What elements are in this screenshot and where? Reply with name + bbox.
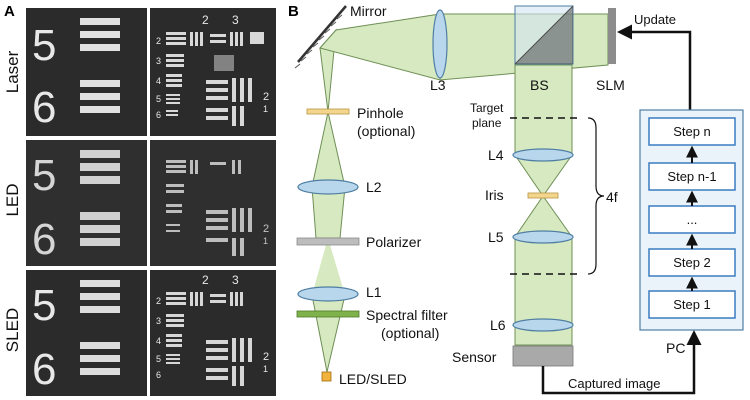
led-source	[321, 371, 332, 382]
chart-side-2: 2	[263, 91, 269, 103]
slm	[608, 8, 616, 64]
l6-label: L6	[490, 317, 506, 333]
captured-image-arrow	[541, 330, 702, 395]
mirror-label: Mirror	[350, 3, 387, 19]
chart-digit-2: 2	[202, 273, 209, 287]
polarizer-label: Polarizer	[366, 234, 422, 250]
image-sled-right: 2 3 2 3 4 5 6 2 1	[150, 270, 276, 396]
image-laser-left: 5 6	[26, 8, 147, 136]
beam-vertical	[311, 294, 346, 373]
bs-label: BS	[530, 77, 549, 93]
spectral-optional-label: (optional)	[381, 325, 439, 341]
chart-group-5: 5	[156, 94, 161, 104]
sensor	[512, 345, 574, 367]
chart-side-1: 1	[263, 104, 268, 114]
chart-side-1: 1	[263, 364, 268, 374]
step-ellipsis-label: ...	[687, 212, 698, 227]
row-label-sled: SLED	[3, 308, 22, 352]
target-label: Target	[470, 101, 504, 115]
image-sled-left: 5 6	[26, 270, 147, 396]
l1-label: L1	[366, 284, 382, 300]
l2-label: L2	[366, 179, 382, 195]
chart-digit-5: 5	[32, 151, 56, 200]
lens-l5	[512, 230, 574, 244]
step-2: Step 2	[648, 248, 736, 277]
step-2-label: Step 2	[673, 255, 711, 270]
l5-label: L5	[488, 229, 504, 245]
beam-vertical-top	[311, 111, 346, 188]
lens-l6	[512, 318, 574, 332]
chart-group-6: 6	[156, 370, 161, 380]
mirror	[294, 5, 347, 69]
chart-digit-5: 5	[32, 281, 56, 330]
chart-group-6: 6	[156, 110, 161, 120]
chart-digit-3: 3	[232, 13, 239, 27]
image-led-left: 5 6	[26, 140, 147, 266]
chart-digit-6: 6	[32, 215, 56, 264]
chart-group-3: 3	[156, 316, 161, 326]
sensor-label: Sensor	[452, 349, 497, 365]
captured-image-label: Captured image	[568, 376, 661, 391]
chart-side-2: 2	[263, 351, 269, 363]
chart-digit-6: 6	[32, 83, 56, 132]
beam-vertical-upper	[311, 186, 346, 239]
l3-label: L3	[430, 77, 446, 93]
step-n-minus-1: Step n-1	[648, 162, 736, 191]
pinhole	[306, 108, 350, 115]
chart-side-1: 1	[263, 236, 268, 246]
chart-group-4: 4	[156, 336, 161, 346]
l4-label: L4	[488, 147, 504, 163]
iris	[527, 192, 559, 199]
chart-group-2: 2	[156, 36, 161, 46]
pc-label: PC	[666, 340, 685, 356]
panel-a-letter: A	[4, 3, 15, 20]
lens-l4	[512, 148, 574, 162]
chart-group-3: 3	[156, 56, 161, 66]
panel-b-letter: B	[288, 3, 299, 20]
row-label-laser: Laser	[3, 50, 22, 93]
chart-side-2: 2	[263, 223, 269, 235]
step-n-label: Step n	[673, 124, 711, 139]
chart-group-4: 4	[156, 76, 161, 86]
spectral-filter	[296, 310, 360, 318]
row-label-led: LED	[3, 183, 22, 216]
slm-label: SLM	[596, 77, 625, 93]
iris-label: Iris	[485, 187, 504, 203]
chart-group-2: 2	[156, 296, 161, 306]
image-led-right: 2 1	[150, 140, 276, 266]
beam-vertical-mid	[312, 238, 345, 295]
step-n-minus-1-label: Step n-1	[667, 169, 716, 184]
lens-l1	[297, 286, 359, 302]
4f-label: 4f	[606, 189, 618, 205]
beam-splitter	[514, 5, 574, 65]
step-1: Step 1	[648, 290, 736, 319]
source-label: LED/SLED	[339, 371, 407, 387]
chart-digit-5: 5	[32, 21, 56, 70]
pinhole-optional-label: (optional)	[357, 123, 415, 139]
step-1-label: Step 1	[673, 297, 711, 312]
chart-digit-2: 2	[202, 13, 209, 27]
chart-digit-3: 3	[232, 273, 239, 287]
step-n: Step n	[648, 117, 736, 146]
lens-l3	[432, 9, 448, 79]
update-label: Update	[634, 12, 676, 27]
chart-digit-6: 6	[32, 345, 56, 394]
spectral-filter-label: Spectral filter	[366, 307, 448, 323]
chart-group-5: 5	[156, 354, 161, 364]
4f-bracket	[587, 117, 605, 275]
polarizer	[296, 237, 360, 246]
plane-label: plane	[472, 116, 502, 130]
update-arrow	[617, 24, 692, 110]
step-ellipsis: ...	[648, 205, 736, 234]
pinhole-label: Pinhole	[357, 105, 404, 121]
image-laser-right: 2 3 2 3 4 5 6 2 1	[150, 8, 276, 136]
lens-l2	[297, 179, 359, 195]
beam-horizontal	[319, 13, 441, 81]
